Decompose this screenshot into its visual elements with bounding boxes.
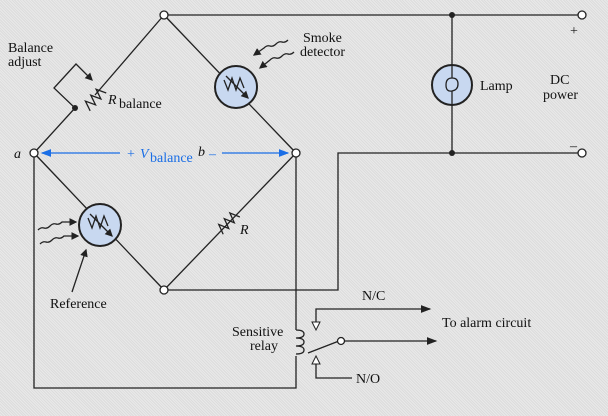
balance-resistor xyxy=(53,63,107,112)
reference-photoresistor xyxy=(37,203,122,293)
relay-label: Sensitive xyxy=(232,325,283,340)
r-balance-subscript: balance xyxy=(119,97,162,112)
smoke-detector-label: Smoke xyxy=(303,31,342,46)
reference-label: Reference xyxy=(50,297,107,312)
alarm-circuit-label: To alarm circuit xyxy=(442,316,531,331)
v-minus: – xyxy=(208,147,217,162)
relay-label-2: relay xyxy=(250,339,278,354)
dc-power-label: DC xyxy=(550,73,569,88)
balance-adjust-label: Balance xyxy=(8,41,53,56)
bridge-wires xyxy=(33,14,582,389)
balance-adjust-label-2: adjust xyxy=(8,55,42,70)
r-balance-label: R xyxy=(107,93,117,108)
no-label: N/O xyxy=(356,372,380,387)
nc-label: N/C xyxy=(362,289,385,304)
minus-terminal-label: – xyxy=(569,139,578,154)
lamp-label: Lamp xyxy=(480,79,513,94)
v-balance-label: V xyxy=(140,147,150,162)
smoke-detector-photoresistor xyxy=(214,39,295,109)
relay-switch xyxy=(307,305,438,379)
lamp-icon xyxy=(431,64,473,106)
node-b-label: b xyxy=(198,145,205,160)
relay-coil-icon xyxy=(295,329,305,355)
v-plus: + xyxy=(127,147,135,162)
terminals xyxy=(29,10,587,295)
smoke-detector-label-2: detector xyxy=(300,45,345,60)
junction-dot xyxy=(449,12,455,18)
junction-dot xyxy=(449,150,455,156)
plus-terminal-label: + xyxy=(570,24,578,39)
dc-power-label-2: power xyxy=(543,88,578,103)
node-a-label: a xyxy=(14,147,21,162)
v-balance-subscript: balance xyxy=(150,151,193,166)
r-label: R xyxy=(239,223,249,238)
resistor-r xyxy=(217,211,241,235)
